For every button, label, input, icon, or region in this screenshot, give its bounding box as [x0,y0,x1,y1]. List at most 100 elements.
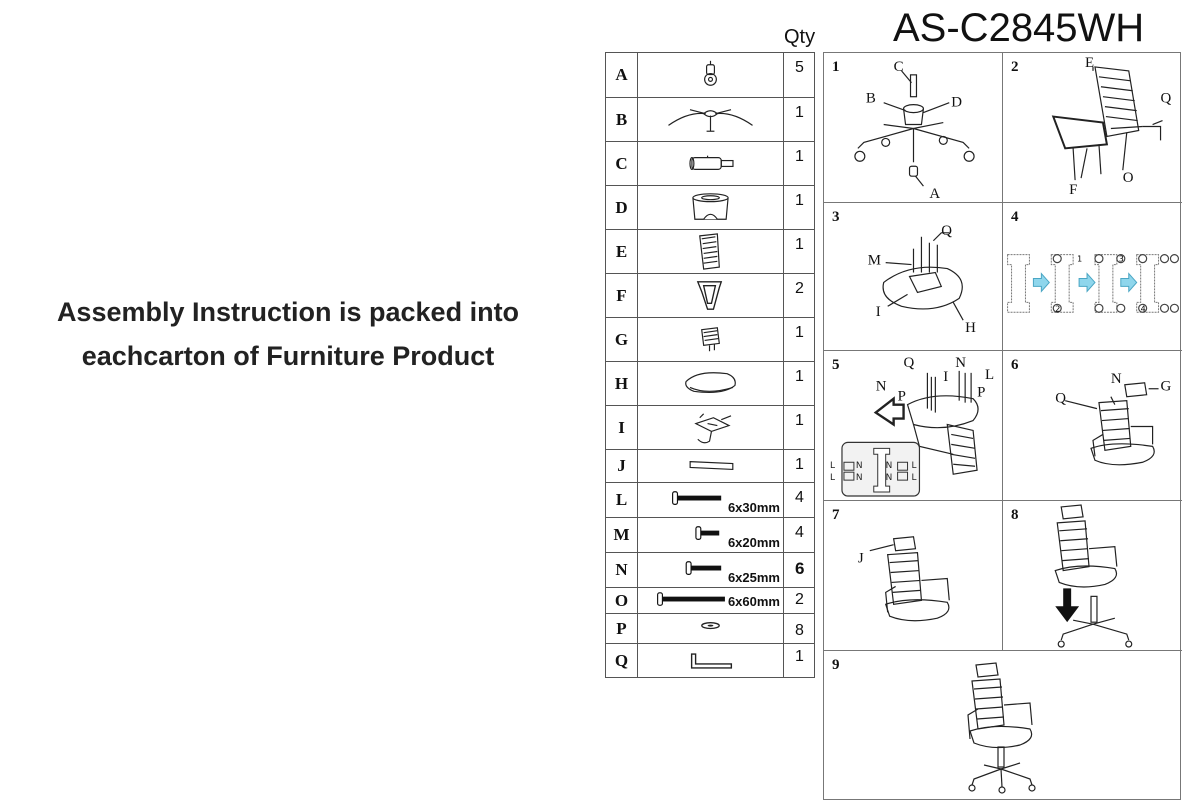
part-letter: O [606,588,638,613]
step-label: Q [904,355,915,371]
step-label: N [955,355,966,371]
part-qty: 1 [795,412,804,429]
step-label: Q [1161,91,1172,107]
step-2-illustration: E Q F O [1051,55,1172,198]
bolt-size: 6x60mm [727,594,780,609]
step-number: 5 [832,357,840,373]
inset-label: L [912,461,917,471]
part-letter: D [606,186,638,229]
headrest-icon [638,318,784,361]
part-letter: M [606,518,638,552]
step-number: 8 [1011,507,1019,523]
step-label: P [898,389,906,405]
part-row: E 1 [606,230,814,274]
step-label: Q [1055,391,1066,407]
step-label: I [943,369,948,385]
part-letter: J [606,450,638,482]
step-3: 3 Q M I H [824,203,1003,351]
bolt-icon: 6x30mm [638,483,784,517]
bolt-size: 6x30mm [727,500,780,515]
step-number: 9 [832,657,840,673]
model-number: AS-C2845WH [893,6,1145,50]
part-qty: 1 [795,104,804,121]
down-arrow-icon [1055,588,1080,623]
part-qty: 4 [795,524,804,541]
part-row: M 6x20mm 4 [606,518,814,553]
part-letter: N [606,553,638,587]
step-2: 2 E Q F O [1003,53,1182,203]
step-8-illustration [1054,504,1133,648]
part-qty: 1 [795,192,804,209]
qty-column-header: Qty [784,26,816,48]
step-label: I [876,304,881,320]
step-4-illustration: 1 2 3 4 [1007,254,1180,313]
part-qty: 6 [795,559,805,578]
step-label: E [1085,55,1094,71]
inset-label: N [856,473,863,483]
part-row: O 6x60mm 2 [606,588,814,614]
part-qty: 1 [795,648,804,665]
part-qty: 1 [795,368,804,385]
step-9-illustration [967,662,1036,794]
step-label: A [929,186,940,202]
step-label: N [876,379,887,395]
part-row: J 1 [606,450,814,483]
inset-label: L [912,473,917,483]
step-number: 7 [832,507,840,523]
part-letter: H [606,362,638,405]
step-8: 8 [1003,501,1182,651]
part-row: D 1 [606,186,814,230]
step-label: O [1123,170,1134,186]
chair-base-icon [638,98,784,141]
assembly-steps-grid: 1 C B D A 2 E [823,52,1182,800]
part-letter: P [606,614,638,643]
bolt-icon: 6x20mm [638,518,784,552]
step-label: 4 [1141,304,1146,313]
part-qty: 4 [795,489,804,506]
step-7: 7 J [824,501,1003,651]
backrest-icon [638,230,784,273]
part-row: B 1 [606,98,814,142]
part-qty: 1 [795,236,804,253]
part-row: N 6x25mm 6 [606,553,814,588]
step-label: C [894,59,904,75]
step-label: 3 [1119,255,1124,264]
part-qty: 2 [795,591,804,608]
part-row: F 2 [606,274,814,318]
bolt-size: 6x25mm [727,570,780,585]
part-letter: F [606,274,638,317]
part-letter: Q [606,644,638,677]
step-4: 4 1 2 3 4 [1003,203,1182,351]
caster-wheel-icon [638,53,784,97]
step-6: 6 N Q G [1003,351,1182,501]
step-label: D [951,95,962,111]
part-row: A 5 [606,53,814,98]
part-letter: B [606,98,638,141]
step-1: 1 C B D A [824,53,1003,203]
inset-label: L [830,461,835,471]
inset-label: N [886,473,893,483]
step-5: 5 Q N L N P I P L [824,351,1003,501]
allen-key-icon [638,644,784,677]
inset-label: L [830,473,835,483]
step-label: J [858,551,864,567]
step-label: L [985,367,994,383]
bolt-size: 6x20mm [727,535,780,550]
part-row: C 1 [606,142,814,186]
step-number: 3 [832,209,840,225]
headline-text: Assembly Instruction is packed into each… [18,290,558,378]
step-number: 1 [832,59,840,75]
step-label: 2 [1055,304,1060,313]
part-row: G 1 [606,318,814,362]
step-label: 1 [1077,255,1082,264]
bracket-plate-icon [638,450,784,482]
headline-line-2: eachcarton of Furniture Product [81,341,495,371]
bolt-icon: 6x60mm [638,588,784,613]
gas-lift-icon [638,142,784,185]
part-row: L 6x30mm 4 [606,483,814,518]
part-row: P 8 [606,614,814,644]
part-qty: 5 [795,59,804,76]
step-9: 9 [824,651,1182,799]
part-row: I 1 [606,406,814,450]
part-qty: 1 [795,456,804,473]
